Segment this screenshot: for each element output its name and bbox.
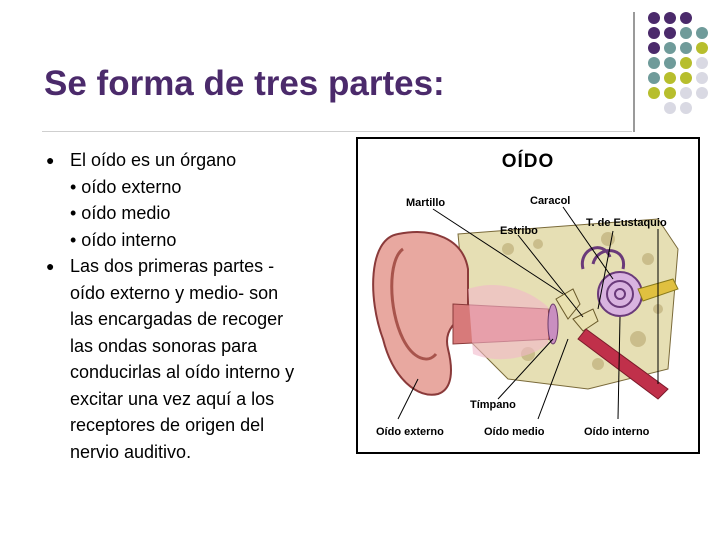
label-timpano: Tímpano bbox=[470, 399, 516, 411]
vertical-divider bbox=[633, 12, 635, 132]
decorative-dot bbox=[680, 72, 692, 84]
decorative-dot bbox=[696, 42, 708, 54]
label-oido-medio: Oído medio bbox=[484, 426, 545, 438]
decorative-dot bbox=[664, 102, 676, 114]
bullet-2-line-6: excitar una vez aquí a los bbox=[70, 388, 275, 409]
bullet-2-line-2: oído externo y medio- son bbox=[70, 282, 279, 303]
decorative-dot bbox=[680, 27, 692, 39]
decorative-dot bbox=[680, 57, 692, 69]
slide-title: Se forma de tres partes: bbox=[44, 64, 445, 103]
decorative-dot bbox=[648, 87, 660, 99]
bullet-list: ● El oído es un órgano • oído externo • … bbox=[46, 147, 356, 465]
decorative-dot bbox=[648, 12, 660, 24]
label-martillo: Martillo bbox=[406, 197, 446, 209]
label-eustaquio: T. de Eustaquio bbox=[586, 217, 667, 229]
bullet-marker: ● bbox=[46, 258, 55, 274]
decorative-dot bbox=[680, 87, 692, 99]
decorative-dot bbox=[664, 57, 676, 69]
decorative-dot bbox=[664, 87, 676, 99]
bullet-2-line-4: las ondas sonoras para bbox=[70, 335, 258, 356]
figure-title: OÍDO bbox=[501, 151, 555, 172]
bullet-marker: ● bbox=[46, 152, 55, 168]
decorative-dot-grid bbox=[648, 12, 708, 114]
decorative-dot bbox=[648, 72, 660, 84]
label-caracol: Caracol bbox=[530, 195, 571, 207]
bullet-2-line-1: Las dos primeras partes - bbox=[70, 256, 275, 276]
decorative-dot bbox=[648, 27, 660, 39]
decorative-dot bbox=[664, 42, 676, 54]
decorative-dot bbox=[696, 72, 708, 84]
decorative-dot bbox=[696, 57, 708, 69]
bullet-2-line-5: conducirlas al oído interno y bbox=[70, 362, 295, 382]
bullet-2-line-7: receptores de origen del bbox=[70, 415, 265, 435]
label-oido-interno: Oído interno bbox=[584, 426, 650, 438]
bullet-1-line-3: • oído medio bbox=[70, 203, 171, 223]
bullet-2-line-8: nervio auditivo. bbox=[70, 441, 192, 462]
decorative-dot bbox=[664, 72, 676, 84]
decorative-dot bbox=[696, 87, 708, 99]
bullet-item-1: ● El oído es un órgano • oído externo • … bbox=[46, 147, 356, 253]
bullet-item-2: ● Las dos primeras partes - oído externo… bbox=[46, 253, 356, 465]
decorative-dot bbox=[664, 12, 676, 24]
decorative-dot bbox=[680, 102, 692, 114]
decorative-dot bbox=[664, 27, 676, 39]
label-oido-externo: Oído externo bbox=[376, 426, 444, 438]
decorative-dot bbox=[680, 12, 692, 24]
decorative-dot bbox=[696, 27, 708, 39]
decorative-dot bbox=[648, 57, 660, 69]
horizontal-divider bbox=[42, 131, 632, 132]
decorative-dot bbox=[648, 42, 660, 54]
bullet-1-line-1: El oído es un órgano bbox=[70, 150, 237, 170]
decorative-dot bbox=[680, 42, 692, 54]
ear-anatomy-figure: OÍDO Martillo Caracol Estribo T. de Eust… bbox=[356, 137, 700, 454]
ear-diagram-illustration bbox=[372, 206, 679, 420]
bullet-1-line-4: • oído interno bbox=[70, 229, 177, 250]
label-estribo: Estribo bbox=[500, 225, 538, 237]
bullet-2-line-3: las encargadas de recoger bbox=[70, 309, 284, 329]
bullet-1-line-2: • oído externo bbox=[70, 176, 182, 197]
